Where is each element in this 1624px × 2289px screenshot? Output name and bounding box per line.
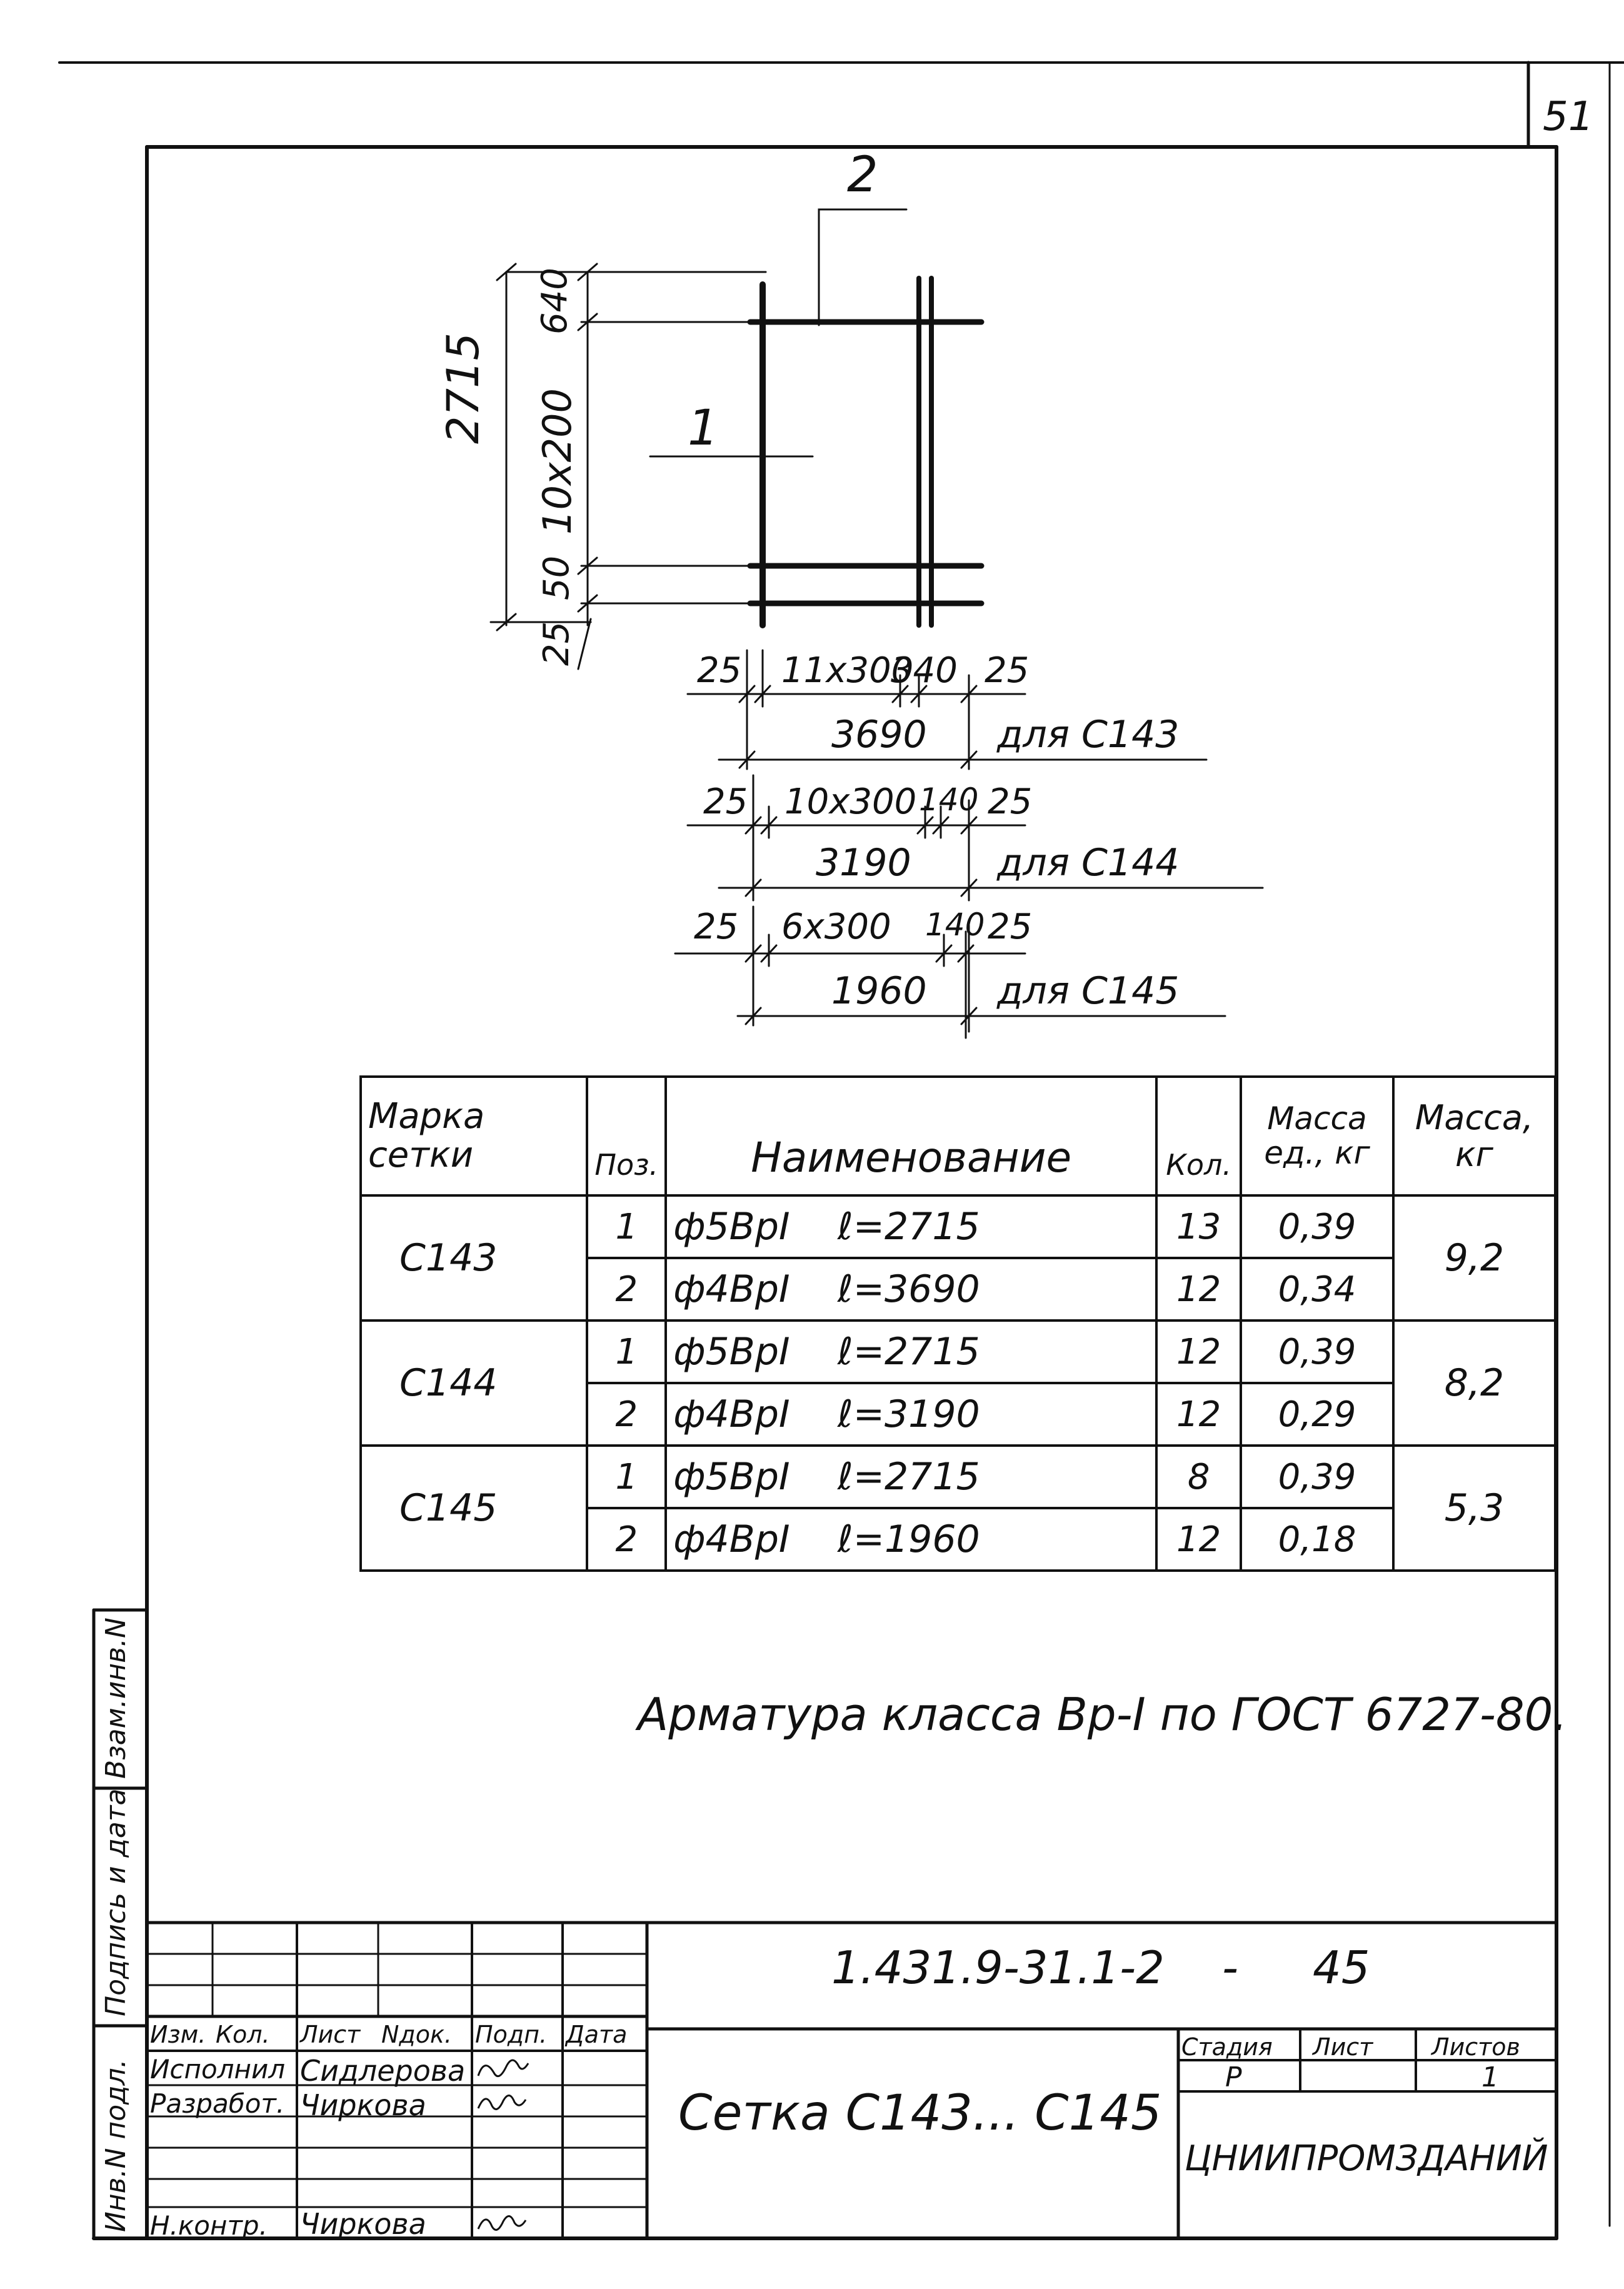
- bar-diameter: ф5ВрI: [673, 1455, 790, 1499]
- mark-cell: С145: [359, 1444, 589, 1572]
- qty-cell: 8: [1155, 1444, 1243, 1509]
- bar-diameter: ф5ВрI: [673, 1205, 790, 1249]
- mass-cell: 5,3: [1391, 1444, 1557, 1572]
- qty-cell: 12: [1155, 1257, 1243, 1322]
- sheet-code: 45: [1313, 1941, 1370, 1994]
- bar-diameter: ф4ВрI: [673, 1517, 790, 1561]
- name-razrabot: Чиркова: [300, 2088, 426, 2122]
- bar-length: ℓ=3190: [837, 1392, 980, 1436]
- callout-2: 2: [847, 147, 878, 203]
- chain-2-mid: 10x300: [784, 782, 917, 822]
- stadia-label: Стадия: [1181, 2033, 1273, 2061]
- unit-mass-cell: 0,29: [1240, 1382, 1395, 1447]
- unit-mass-cell: 0,39: [1240, 1444, 1395, 1509]
- name-ispolnil: Сидлерова: [300, 2054, 466, 2088]
- chain-3-left: 25: [694, 907, 739, 947]
- bar-length: ℓ=3690: [837, 1267, 980, 1311]
- qty-cell: 13: [1155, 1194, 1243, 1259]
- qty-cell: 12: [1155, 1382, 1243, 1447]
- name-cell: ф5ВрI ℓ=2715: [664, 1444, 1158, 1509]
- col-kol: Кол.: [216, 2021, 270, 2048]
- bar-diameter: ф5ВрI: [673, 1330, 790, 1374]
- chain-1-end: 25: [985, 650, 1030, 691]
- chain-2-note: для С144: [997, 841, 1180, 885]
- chain-1-left: 25: [697, 650, 742, 691]
- name-cell: ф4ВрI ℓ=1960: [664, 1507, 1158, 1572]
- role-ispolnil: Исполнил: [150, 2054, 286, 2085]
- header-mass: Масса, кг: [1391, 1075, 1557, 1197]
- bar-length: ℓ=2715: [837, 1455, 980, 1499]
- col-list: Лист: [300, 2021, 361, 2048]
- callout-1: 1: [688, 400, 719, 456]
- name-nkontr: Чиркова: [300, 2207, 426, 2241]
- qty-cell: 12: [1155, 1319, 1243, 1384]
- header-pos: Поз.: [586, 1075, 668, 1197]
- drawing-title: Сетка С143... С145: [678, 2085, 1162, 2141]
- mass-cell: 9,2: [1391, 1194, 1557, 1322]
- doc-code: 1.431.9-31.1-2: [831, 1941, 1165, 1994]
- bar-diameter: ф4ВрI: [673, 1392, 790, 1436]
- role-razrabot: Разработ.: [150, 2088, 285, 2119]
- unit-mass-cell: 0,18: [1240, 1507, 1395, 1572]
- name-cell: ф5ВрI ℓ=2715: [664, 1194, 1158, 1259]
- reinforcement-note: Арматура класса Вр-I по ГОСТ 6727-80.: [638, 1688, 1568, 1741]
- sheet-number: 51: [1543, 94, 1594, 140]
- bar-length: ℓ=2715: [837, 1205, 980, 1249]
- chain-1-note: для С143: [997, 713, 1180, 757]
- pos-cell: 1: [586, 1194, 668, 1259]
- pos-cell: 1: [586, 1319, 668, 1384]
- qty-cell: 12: [1155, 1507, 1243, 1572]
- name-cell: ф4ВрI ℓ=3190: [664, 1382, 1158, 1447]
- name-cell: ф4ВрI ℓ=3690: [664, 1257, 1158, 1322]
- header-unit-mass: Масса ед., кг: [1240, 1075, 1395, 1197]
- chain-1-right: 340: [891, 650, 958, 691]
- pos-cell: 2: [586, 1507, 668, 1572]
- bar-length: ℓ=2715: [837, 1330, 980, 1374]
- unit-mass-cell: 0,39: [1240, 1194, 1395, 1259]
- mark-cell: С143: [359, 1194, 589, 1322]
- col-data: Дата: [566, 2021, 628, 2048]
- doc-code-dash: -: [1222, 1941, 1238, 1994]
- listov-label: Листов: [1431, 2033, 1520, 2061]
- chain-3-note: для С145: [997, 969, 1180, 1013]
- pos-cell: 1: [586, 1444, 668, 1509]
- header-qty: Кол.: [1155, 1075, 1243, 1197]
- specification-table: Марка сетки Поз. Наименование Кол. Масса…: [359, 1075, 1557, 1572]
- mark-cell: С144: [359, 1319, 589, 1447]
- chain-1-mid: 11x300: [781, 650, 914, 691]
- name-cell: ф5ВрI ℓ=2715: [664, 1319, 1158, 1384]
- chain-3-end: 25: [988, 907, 1033, 947]
- chain-3-total: 1960: [831, 969, 927, 1013]
- stadia-value: Р: [1225, 2061, 1242, 2093]
- header-mark: Марка сетки: [359, 1075, 589, 1197]
- role-nkontr: Н.контр.: [150, 2210, 268, 2241]
- bar-length: ℓ=1960: [837, 1517, 980, 1561]
- chain-1-total: 3690: [831, 713, 927, 757]
- list-label: Лист: [1313, 2033, 1373, 2061]
- chain-2-right: 140: [919, 782, 979, 818]
- header-name: Наименование: [664, 1075, 1158, 1197]
- unit-mass-cell: 0,39: [1240, 1319, 1395, 1384]
- unit-mass-cell: 0,34: [1240, 1257, 1395, 1322]
- chain-2-end: 25: [988, 782, 1033, 822]
- listov-value: 1: [1481, 2061, 1499, 2093]
- col-ndok: Nдок.: [381, 2021, 452, 2048]
- pos-cell: 2: [586, 1382, 668, 1447]
- chain-3-mid: 6x300: [781, 907, 891, 947]
- organization: ЦНИИПРОМЗДАНИЙ: [1185, 2138, 1548, 2179]
- chain-3-right: 140: [925, 907, 985, 943]
- chain-2-total: 3190: [816, 841, 911, 885]
- mass-cell: 8,2: [1391, 1319, 1557, 1447]
- pos-cell: 2: [586, 1257, 668, 1322]
- bar-diameter: ф4ВрI: [673, 1267, 790, 1311]
- col-izm: Изм.: [150, 2021, 206, 2048]
- col-podp: Подп.: [475, 2021, 548, 2048]
- chain-2-left: 25: [703, 782, 748, 822]
